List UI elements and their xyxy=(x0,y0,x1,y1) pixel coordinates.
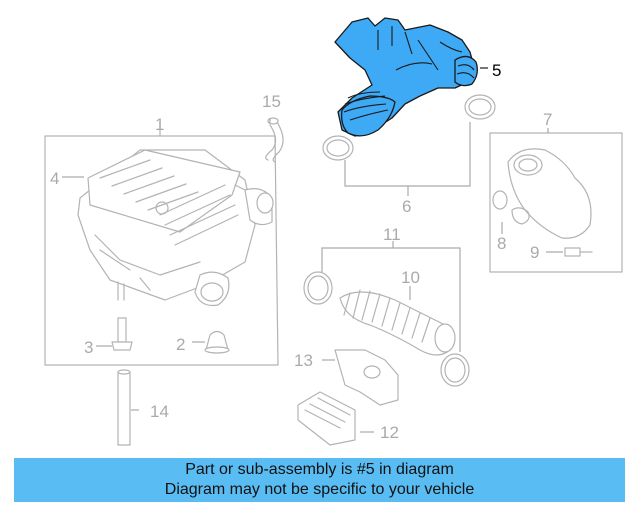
part-6-clamps xyxy=(322,94,496,161)
air-cleaner-housing xyxy=(77,149,274,307)
callout-3: 3 xyxy=(84,338,93,357)
callout-13: 13 xyxy=(294,351,313,370)
callout-14: 14 xyxy=(150,402,169,421)
part-10-hose xyxy=(339,289,456,356)
part-12-bracket xyxy=(297,391,356,446)
callout-9: 9 xyxy=(530,243,539,262)
callout-8: 8 xyxy=(497,234,506,253)
callout-labels: 1 2 3 4 5 6 7 8 9 10 11 12 13 14 15 xyxy=(50,61,552,442)
callout-7: 7 xyxy=(543,110,552,129)
part-13-bracket xyxy=(334,349,399,406)
callout-10: 10 xyxy=(401,268,420,287)
part-3-bolt xyxy=(111,317,133,351)
part-15-hose xyxy=(265,117,284,163)
callout-2: 2 xyxy=(176,335,185,354)
callout-15: 15 xyxy=(262,92,281,111)
part-2-grommet xyxy=(204,330,230,354)
callout-11: 11 xyxy=(383,225,401,244)
callout-6: 6 xyxy=(402,197,411,216)
callout-12: 12 xyxy=(380,423,399,442)
callout-4: 4 xyxy=(50,169,59,188)
part-11-clamps xyxy=(303,271,470,387)
group-7-box xyxy=(489,132,623,273)
banner-line-1: Part or sub-assembly is #5 in diagram xyxy=(185,461,454,478)
callout-5: 5 xyxy=(492,61,501,80)
part-14-tube xyxy=(117,369,131,446)
part-5-intake-duct xyxy=(334,17,478,137)
callout-1: 1 xyxy=(155,115,164,134)
banner-line-2: Diagram may not be specific to your vehi… xyxy=(164,481,475,498)
leader-lines xyxy=(62,67,563,433)
info-banner: Part or sub-assembly is #5 in diagram Di… xyxy=(14,458,625,502)
air-cleaner-group xyxy=(44,127,279,366)
